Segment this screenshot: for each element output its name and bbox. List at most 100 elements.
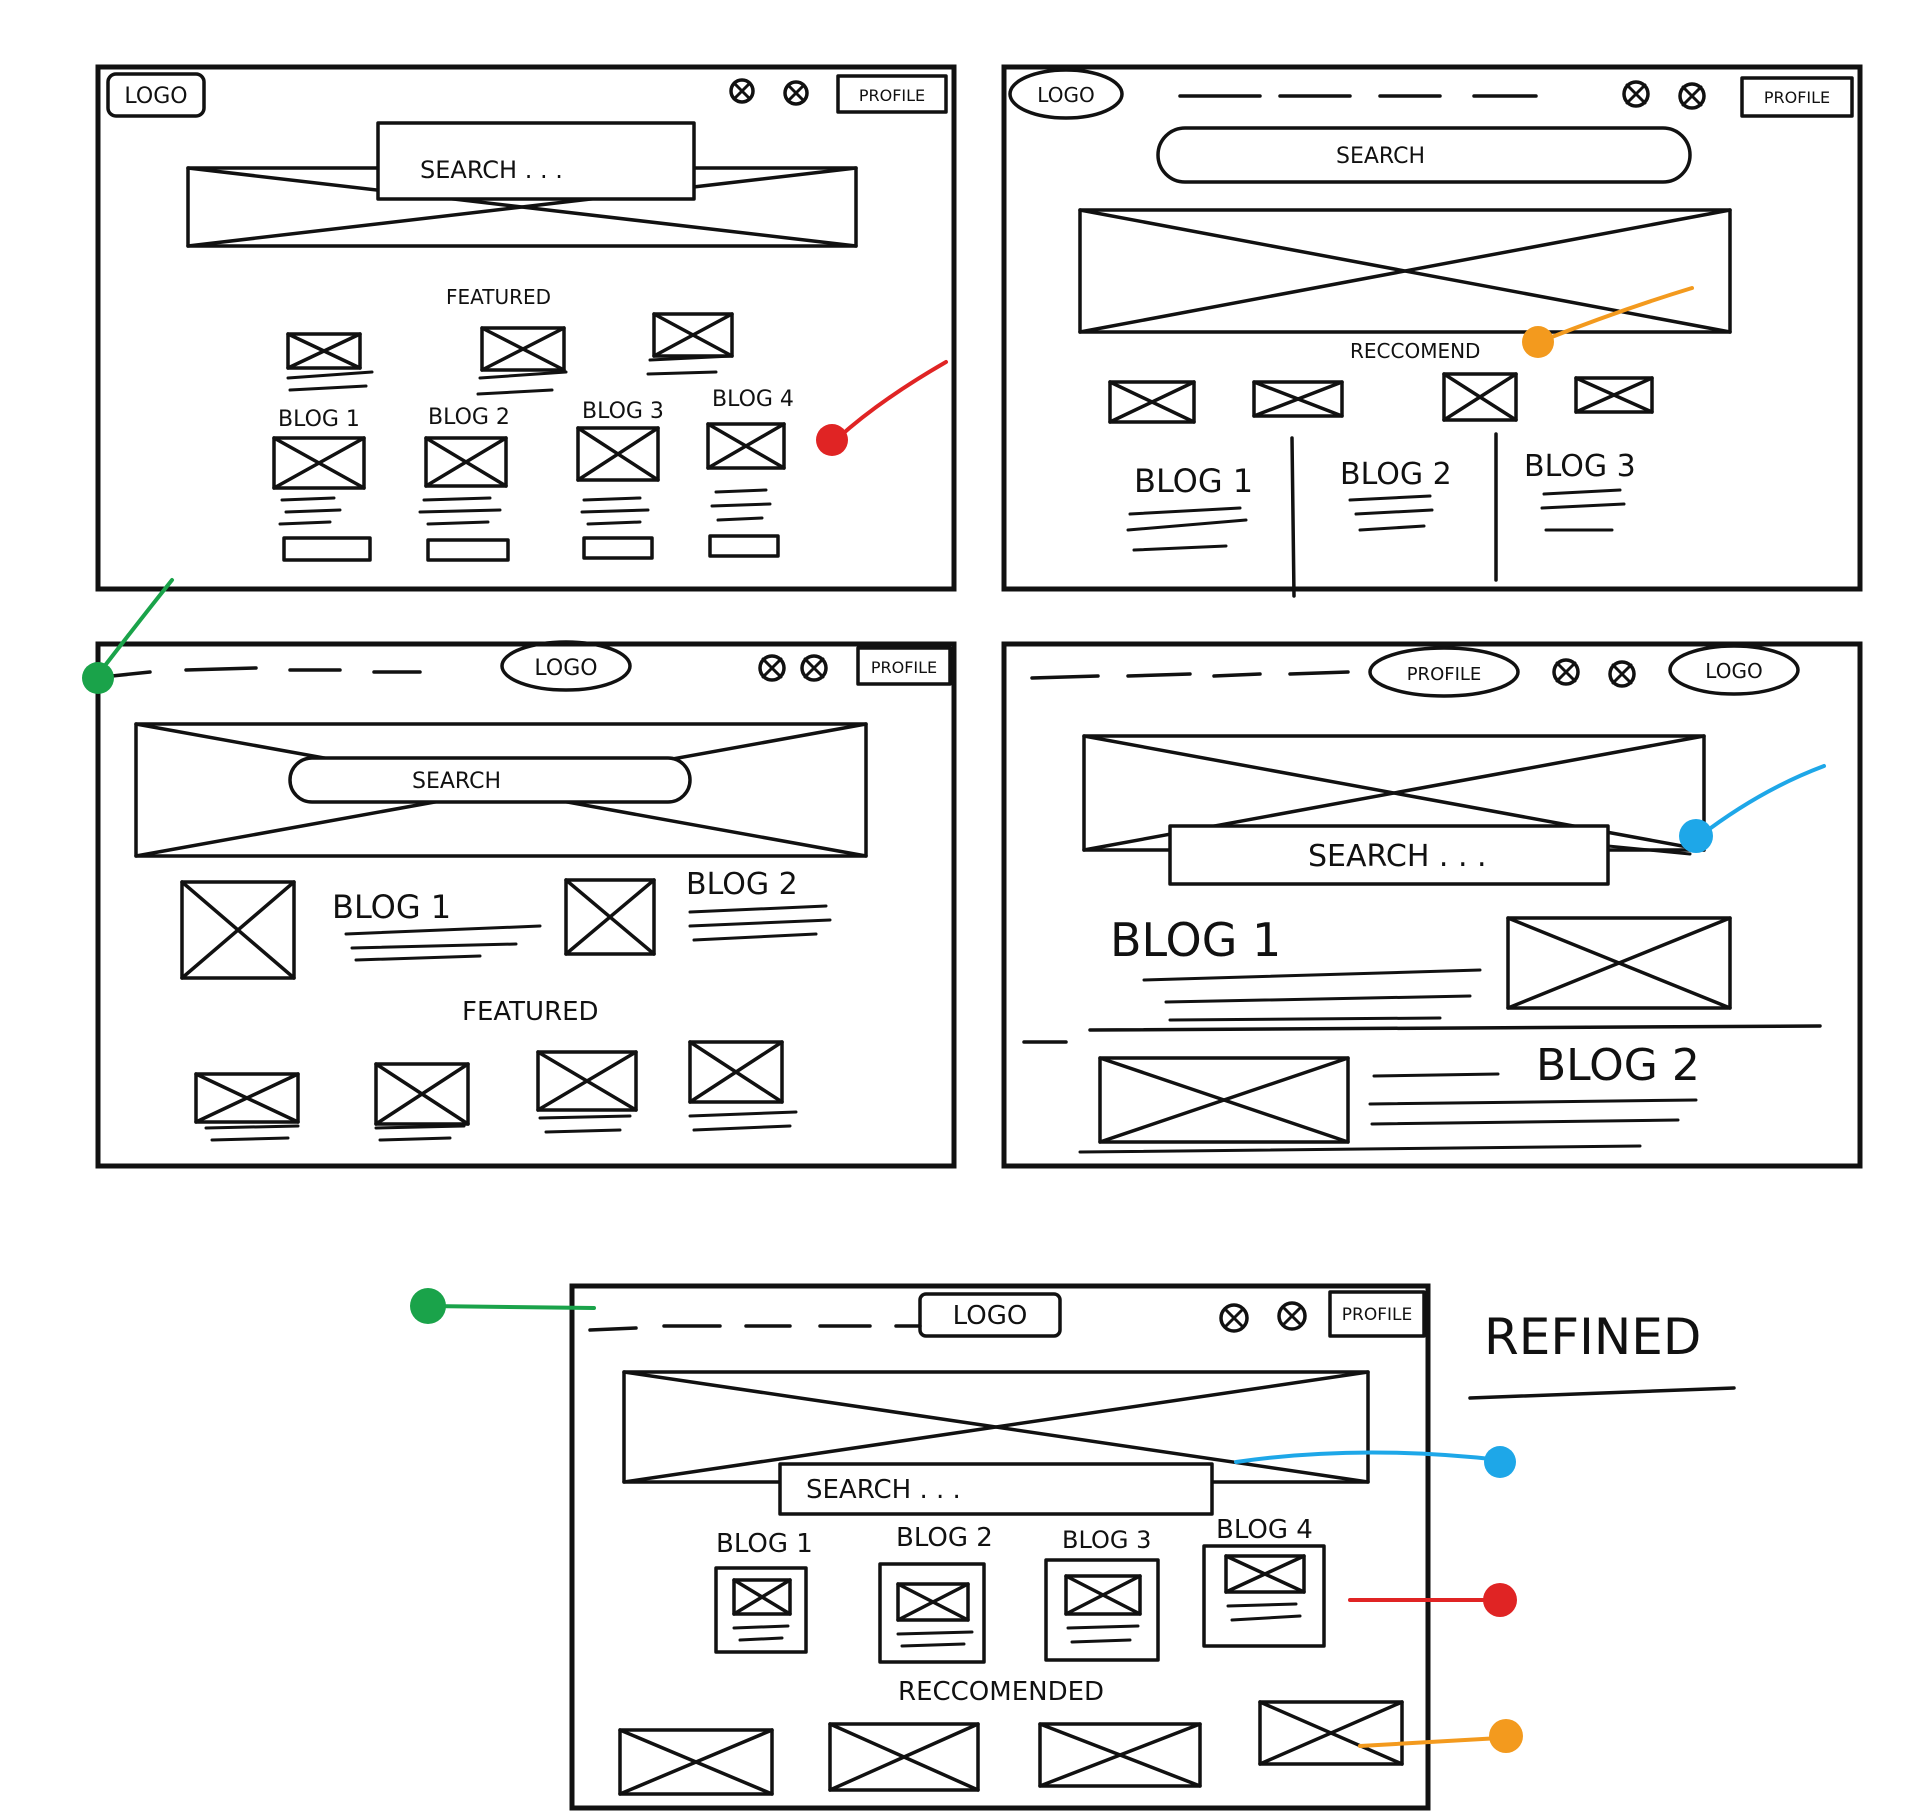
featured-image-3 <box>652 312 734 358</box>
wireframe-1: LOGO PROFILE SEARCH . . . FEATURED BLOG … <box>95 64 957 592</box>
wireframe-2: LOGO PROFILE SEARCH RECCOMEND BLOG 1 BLO… <box>1001 64 1863 598</box>
featured-image-4 <box>688 1040 784 1104</box>
blog-4-image <box>706 422 786 470</box>
icon-placeholder-1 <box>729 78 755 104</box>
annotation-dot-red <box>816 424 848 456</box>
blog-2-label: BLOG 2 <box>1536 1040 1700 1091</box>
annotation-line-orange <box>1358 1736 1502 1748</box>
blog-3-label: BLOG 3 <box>582 399 664 424</box>
recommend-heading: RECCOMEND <box>1350 339 1480 363</box>
profile-box <box>856 646 952 686</box>
logo-label: LOGO <box>124 84 187 109</box>
recommended-image-4 <box>1260 1702 1402 1764</box>
section-divider <box>1022 1024 1822 1044</box>
blog-card-4 <box>1202 1544 1326 1648</box>
refined-underline <box>1468 1386 1736 1400</box>
profile-box <box>1328 1290 1426 1338</box>
blog-3-label: BLOG 3 <box>1062 1526 1151 1554</box>
recommended-image-1 <box>620 1730 772 1794</box>
logo-box <box>106 72 206 118</box>
nav-dashes <box>588 1324 922 1332</box>
featured-image-1 <box>194 1072 300 1124</box>
blog-3-label: BLOG 3 <box>1524 449 1636 484</box>
featured-image-2 <box>374 1062 470 1126</box>
blog-1-image <box>272 436 366 490</box>
annotation-dot-blue <box>1679 819 1713 853</box>
blog-2-label: BLOG 2 <box>896 1523 993 1553</box>
blog-4-label: BLOG 4 <box>712 387 794 412</box>
recommend-image-4 <box>1574 376 1654 414</box>
blog-1-label: BLOG 1 <box>716 1529 813 1559</box>
blog-1-label: BLOG 1 <box>278 407 360 432</box>
annotation-line-green <box>426 1304 596 1310</box>
column-divider-1 <box>1290 436 1296 598</box>
search-label: SEARCH . . . <box>1308 839 1487 874</box>
search-label: SEARCH . . . <box>806 1475 961 1505</box>
blog-3-image <box>576 426 660 482</box>
annotation-line-orange <box>1542 286 1694 342</box>
hero-image-placeholder <box>1080 210 1730 332</box>
wireframe-3: LOGO PROFILE SEARCH BLOG 1 BLOG 2 FEATUR… <box>82 578 957 1169</box>
annotation-dot-red <box>1483 1583 1517 1617</box>
annotation-line-blue <box>1698 764 1826 838</box>
icon-placeholder-2 <box>800 654 828 682</box>
annotation-line-blue <box>1234 1450 1502 1464</box>
wireframe-2-frame <box>1001 64 1863 592</box>
search-label: SEARCH <box>1336 144 1425 169</box>
logo-ellipse <box>1668 644 1800 696</box>
blog-2-image <box>564 878 656 956</box>
profile-box <box>1740 76 1854 118</box>
search-label: SEARCH . . . <box>420 156 563 184</box>
logo-label: LOGO <box>534 656 597 681</box>
logo-label: LOGO <box>953 1301 1028 1331</box>
icon-placeholder-1 <box>1219 1303 1249 1333</box>
annotation-line-green <box>98 578 174 674</box>
icon-placeholder-2 <box>783 80 809 106</box>
icon-placeholder-2 <box>1678 82 1706 110</box>
nav-dashes <box>110 666 422 678</box>
blog-card-3 <box>1044 1558 1160 1662</box>
featured-image-2 <box>480 326 566 372</box>
annotation-dot-orange <box>1489 1719 1523 1753</box>
wireframe-4: PROFILE LOGO SEARCH . . . BLOG 1 BLOG 2 <box>1001 641 1863 1169</box>
logo-box <box>918 1292 1062 1338</box>
blog-4-image <box>1224 1554 1306 1594</box>
annotation-line-red <box>836 360 948 440</box>
blog-2-image <box>896 1582 970 1622</box>
blog-card-1 <box>714 1566 808 1654</box>
profile-label: PROFILE <box>1407 664 1482 685</box>
logo-ellipse <box>500 640 632 692</box>
recommended-image-2 <box>830 1724 978 1790</box>
blog-1-image <box>733 1579 791 1615</box>
icon-placeholder-1 <box>758 654 786 682</box>
blog-4-label: BLOG 4 <box>1216 1515 1313 1545</box>
profile-label: PROFILE <box>859 86 925 105</box>
search-pill <box>288 756 692 804</box>
recommended-image-3 <box>1040 1724 1200 1786</box>
refined-title: REFINED <box>1484 1308 1701 1366</box>
blog-3-button <box>582 536 654 560</box>
profile-box <box>836 74 948 114</box>
blog-2-button <box>426 538 510 562</box>
wireframe-1-frame <box>95 64 957 592</box>
recommend-image-1 <box>1108 380 1196 424</box>
wireframe-refined: LOGO PROFILE SEARCH . . . BLOG 1 BLOG 2 … <box>410 1283 1523 1811</box>
logo-ellipse <box>1008 68 1124 120</box>
profile-label: PROFILE <box>1764 88 1830 107</box>
search-box <box>376 121 696 201</box>
wireframe-refined-frame <box>569 1283 1431 1811</box>
icon-placeholder-1 <box>1622 80 1650 108</box>
blog-2-label: BLOG 2 <box>428 405 510 430</box>
blog-2-label: BLOG 2 <box>1340 457 1452 492</box>
recommended-heading: RECCOMENDED <box>898 1677 1104 1707</box>
profile-label: PROFILE <box>871 658 937 677</box>
blog-card-2 <box>878 1562 986 1664</box>
profile-label: PROFILE <box>1342 1305 1412 1325</box>
annotation-dot-blue <box>1484 1446 1516 1478</box>
recommend-image-2 <box>1252 380 1344 418</box>
blog-1-label: BLOG 1 <box>332 888 451 926</box>
annotation-dot-green <box>410 1288 446 1324</box>
featured-image-3 <box>536 1050 638 1112</box>
annotation-dot-green <box>82 662 114 694</box>
